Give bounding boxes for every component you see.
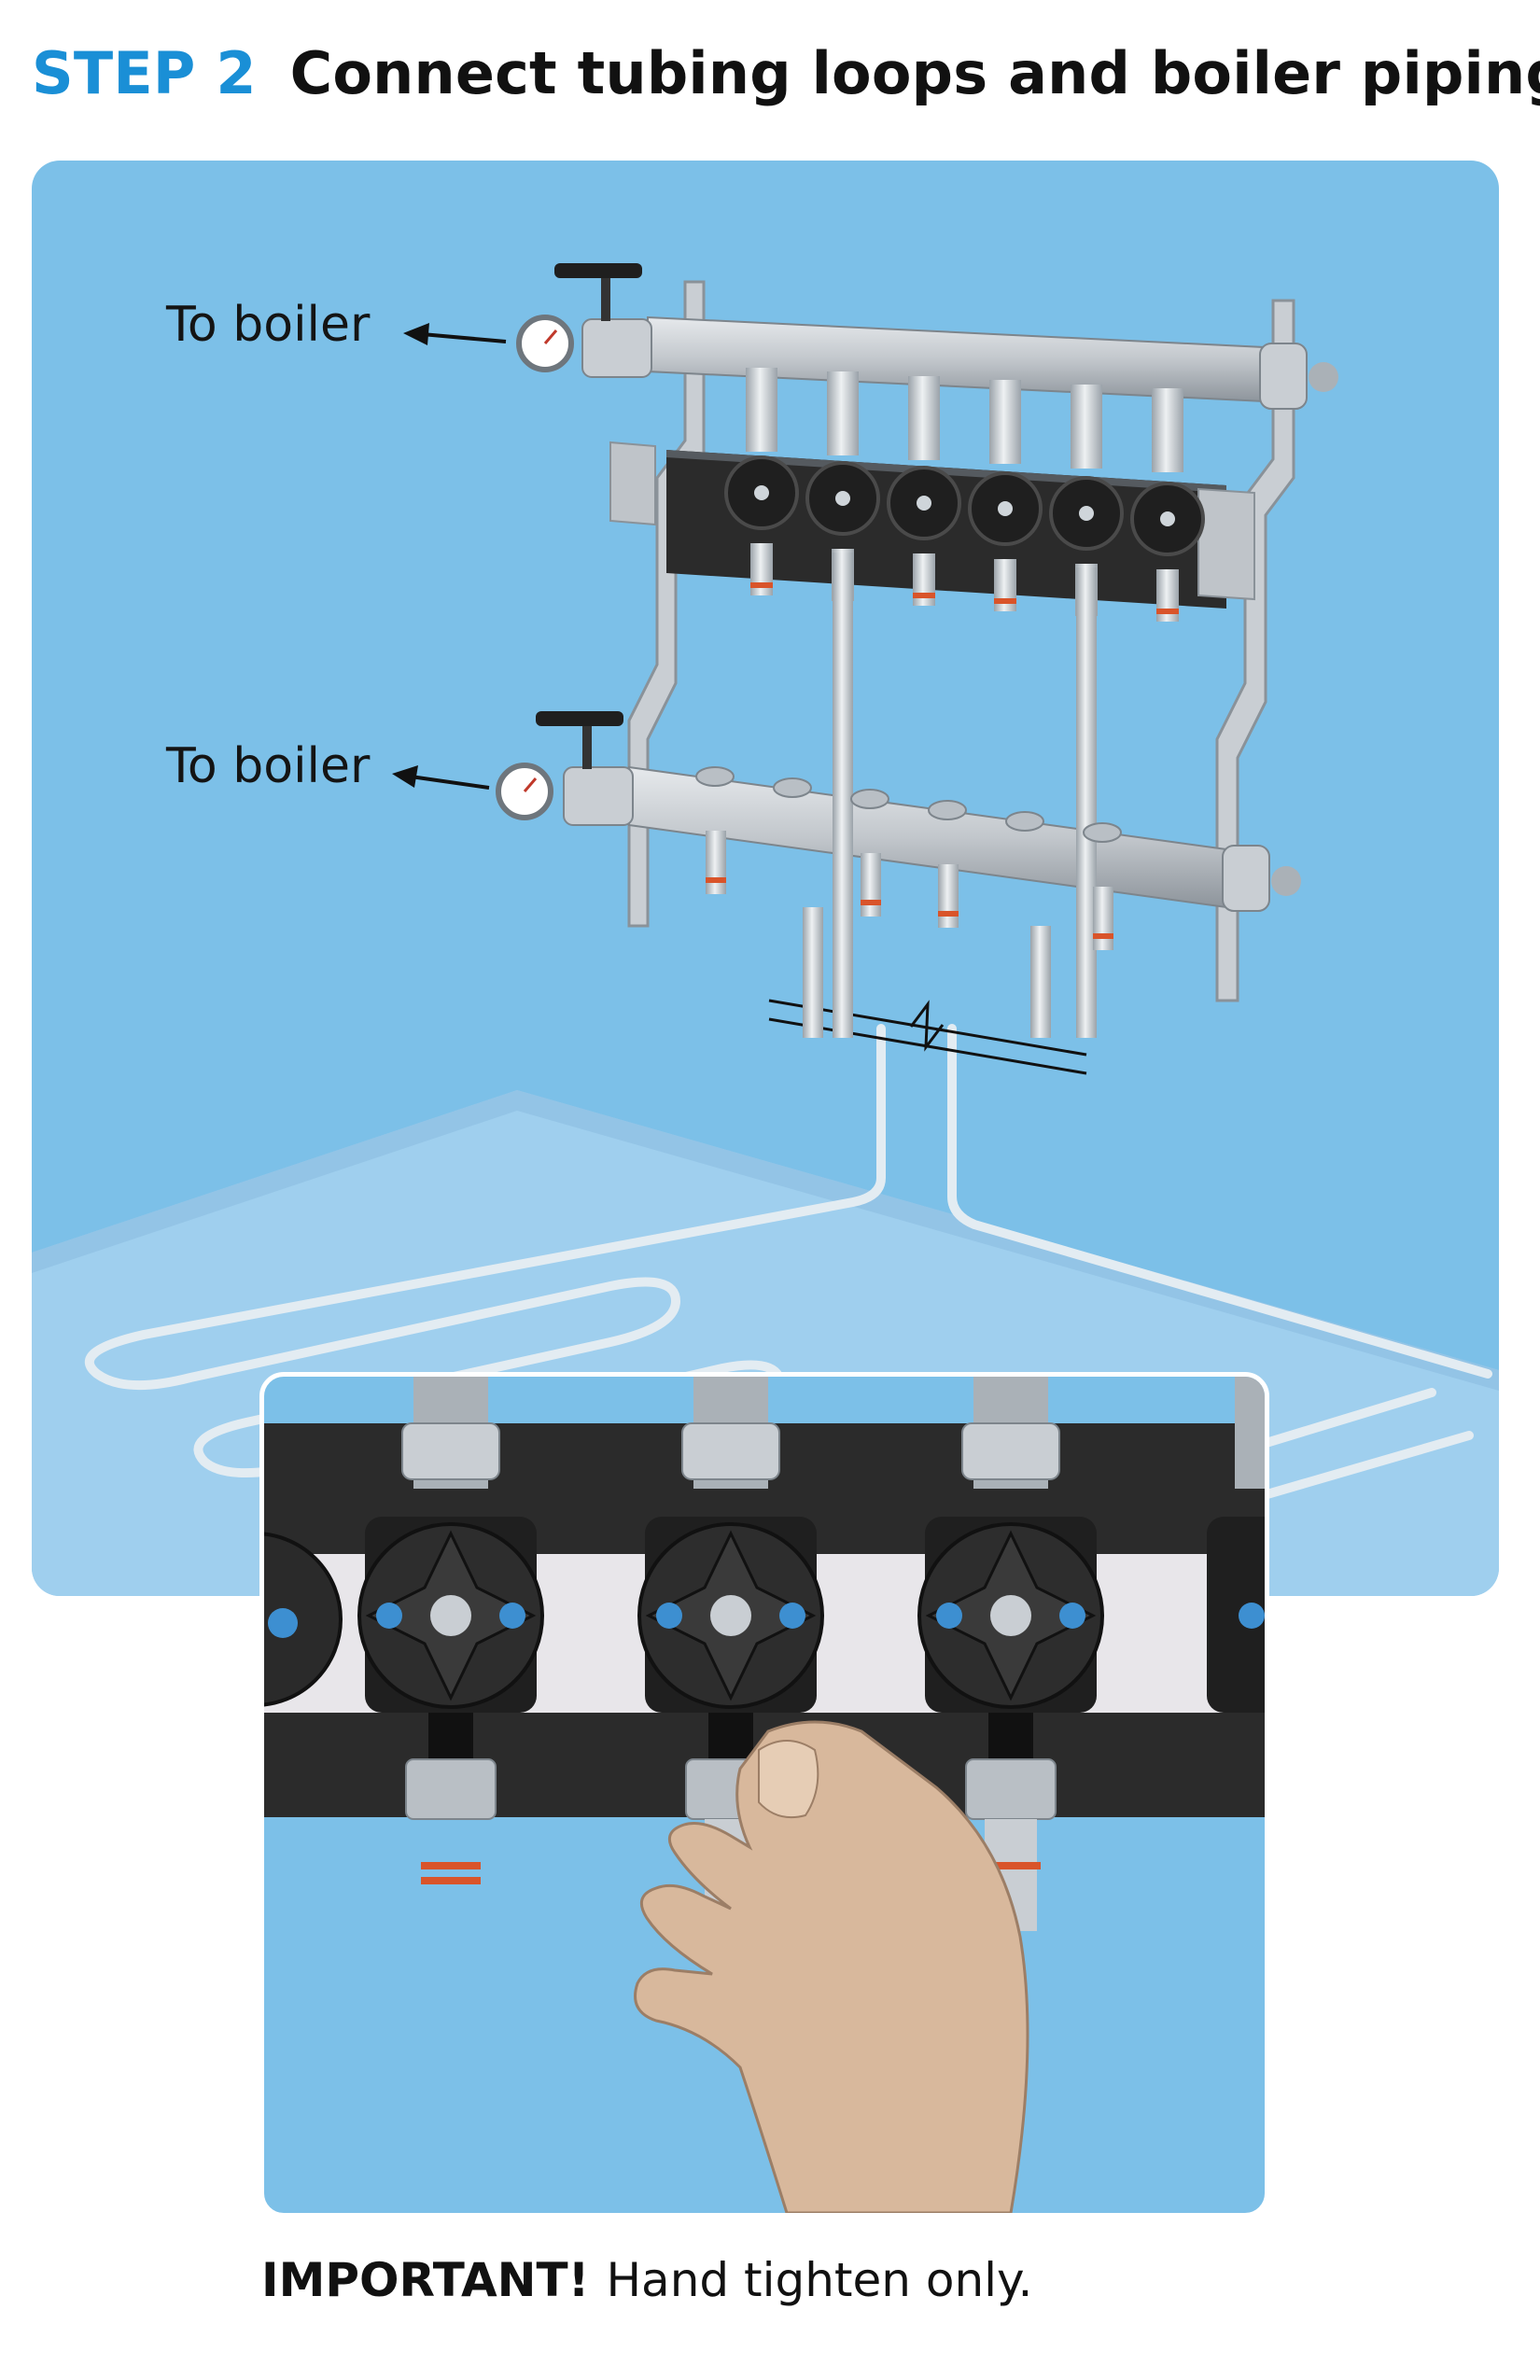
hand-tightening-fitting: [634, 1720, 1029, 2213]
return-arrow-left-icon: [392, 765, 490, 790]
step-title: Connect tubing loops and boiler piping.: [289, 39, 1540, 107]
actuator-partial-right: [1207, 1377, 1265, 1713]
supply-outlets: [724, 368, 1205, 622]
hand-tighten-detail-inset: [259, 1372, 1269, 2218]
return-pressure-gauge-icon: [496, 763, 553, 820]
actuator-head-3: [917, 1377, 1104, 1931]
actuator-head-1: [357, 1377, 544, 1884]
supply-arrow-left-icon: [403, 323, 507, 345]
return-ball-valve: [536, 711, 634, 826]
actuator-partial-left: [264, 1532, 343, 1707]
hand-tighten-illustration: [264, 1377, 1265, 2213]
supply-pressure-gauge-icon: [516, 315, 574, 372]
supply-to-boiler-label: To boiler: [166, 297, 371, 353]
important-note: IMPORTANT!Hand tighten only.: [261, 2257, 1032, 2303]
step-number: STEP 2: [32, 39, 257, 107]
end-fittings: [1222, 343, 1338, 912]
return-outlets: [695, 766, 1122, 950]
important-text: Hand tighten only.: [606, 2253, 1033, 2307]
loop-pipes: [803, 553, 1097, 1038]
return-to-boiler-label: To boiler: [166, 738, 371, 794]
important-label: IMPORTANT!: [261, 2253, 590, 2307]
supply-ball-valve: [554, 263, 652, 378]
